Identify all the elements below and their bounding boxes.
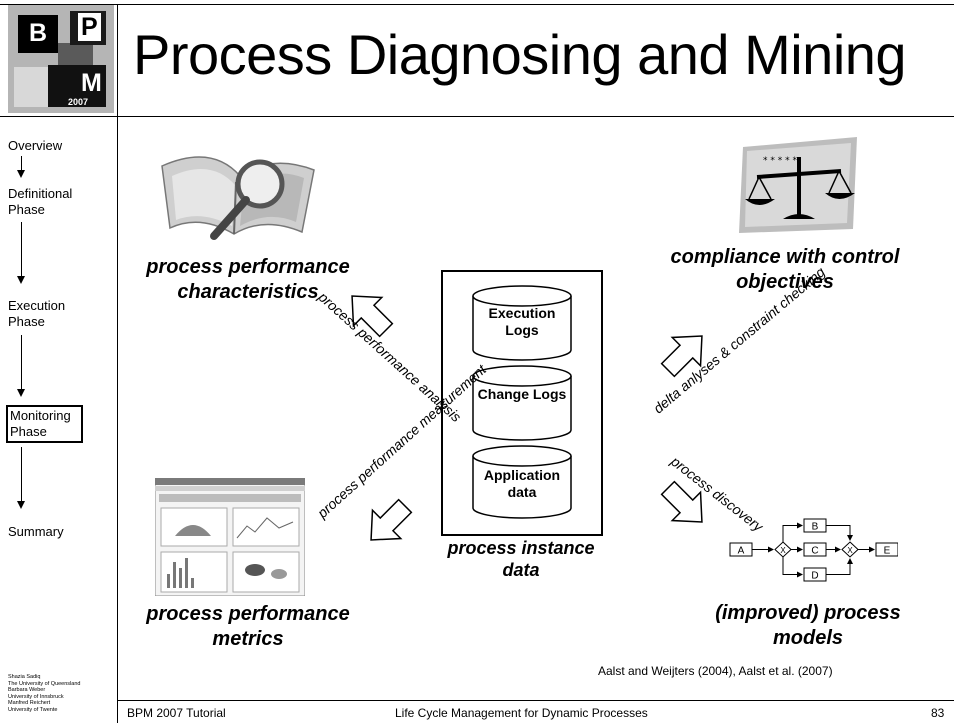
footer-center: Life Cycle Management for Dynamic Proces… xyxy=(395,706,648,720)
gateway-join xyxy=(841,541,859,558)
nav-execution[interactable]: Execution Phase xyxy=(8,298,66,329)
credit-line: University of Innsbruck xyxy=(8,693,64,700)
process-model-diagram: A B C D E X X xyxy=(729,518,898,582)
nav-arrow-4 xyxy=(17,447,25,509)
slide-title: Process Diagnosing and Mining xyxy=(133,23,907,86)
nav-definitional[interactable]: Definitional Phase xyxy=(8,186,73,217)
label-change-logs: Change Logs xyxy=(477,386,567,402)
node-e-label: E xyxy=(884,546,891,557)
process-instance-data-box xyxy=(441,270,603,536)
cylinders xyxy=(472,285,572,519)
label-application-data: Application data xyxy=(483,467,561,500)
gateway-split-label: X xyxy=(780,546,786,555)
cylinder-change-logs xyxy=(472,365,572,441)
reference-citation: Aalst and Weijters (2004), Aalst et al. … xyxy=(598,664,833,678)
footer-left: BPM 2007 Tutorial xyxy=(127,706,226,720)
arrow-to-compliance xyxy=(660,335,703,378)
credit-line: Barbara Weber xyxy=(8,687,46,693)
node-e xyxy=(875,542,898,557)
logo-letter-m: M xyxy=(81,69,102,97)
node-c-label: C xyxy=(811,546,818,557)
nav-arrow-3 xyxy=(17,335,25,397)
scales-icon: * * * * * xyxy=(739,137,857,233)
top-rule xyxy=(0,4,954,5)
header-rule xyxy=(0,116,954,117)
credit-line: The University of Queensland xyxy=(8,680,81,687)
node-d-label: D xyxy=(811,571,818,582)
nav-arrow-1 xyxy=(17,156,25,178)
credit-line: University of Twente xyxy=(8,706,58,713)
cylinder-application-data xyxy=(472,445,572,519)
label-execution-logs: Execution Logs xyxy=(488,305,556,338)
node-b-label: B xyxy=(812,522,819,533)
caption-compliance: compliance with control objectives xyxy=(670,246,900,293)
footer-rule xyxy=(117,700,954,701)
sidebar-rule xyxy=(117,4,118,723)
page-number: 83 xyxy=(931,706,945,720)
bpm-logo: B P M 2007 xyxy=(8,5,114,113)
logo-year: 2007 xyxy=(68,97,89,107)
nav-summary[interactable]: Summary xyxy=(8,524,64,539)
caption-improved-models: (improved) process models xyxy=(715,602,901,649)
nav-monitoring[interactable]: Monitoring Phase xyxy=(6,405,83,443)
nav-overview[interactable]: Overview xyxy=(8,138,63,153)
logo-letter-p: P xyxy=(78,13,101,41)
arrow-to-characteristics xyxy=(351,295,394,338)
credit-line: Manfred Reichert xyxy=(8,700,51,706)
caption-performance-metrics: process performance metrics xyxy=(146,603,350,650)
nav-arrow-2 xyxy=(17,222,25,284)
logo-letter-b: B xyxy=(29,19,48,47)
caption-performance-characteristics: process performance characteristics xyxy=(146,256,350,303)
svg-text:* * * * *: * * * * * xyxy=(763,156,797,166)
credit-line: Shazia Sadiq xyxy=(8,674,41,680)
book-magnifier-icon xyxy=(161,156,315,240)
performance-screenshot-thumbnail xyxy=(155,478,305,596)
author-credits: Shazia Sadiq The University of Queenslan… xyxy=(8,674,80,713)
caption-process-instance-data: process instance data xyxy=(447,538,595,580)
arrow-to-models xyxy=(660,480,703,523)
arrow-to-metrics xyxy=(370,498,413,541)
cylinder-execution-logs xyxy=(472,285,572,361)
node-a-label: A xyxy=(738,546,745,557)
gateway-join-label: X xyxy=(847,546,853,555)
